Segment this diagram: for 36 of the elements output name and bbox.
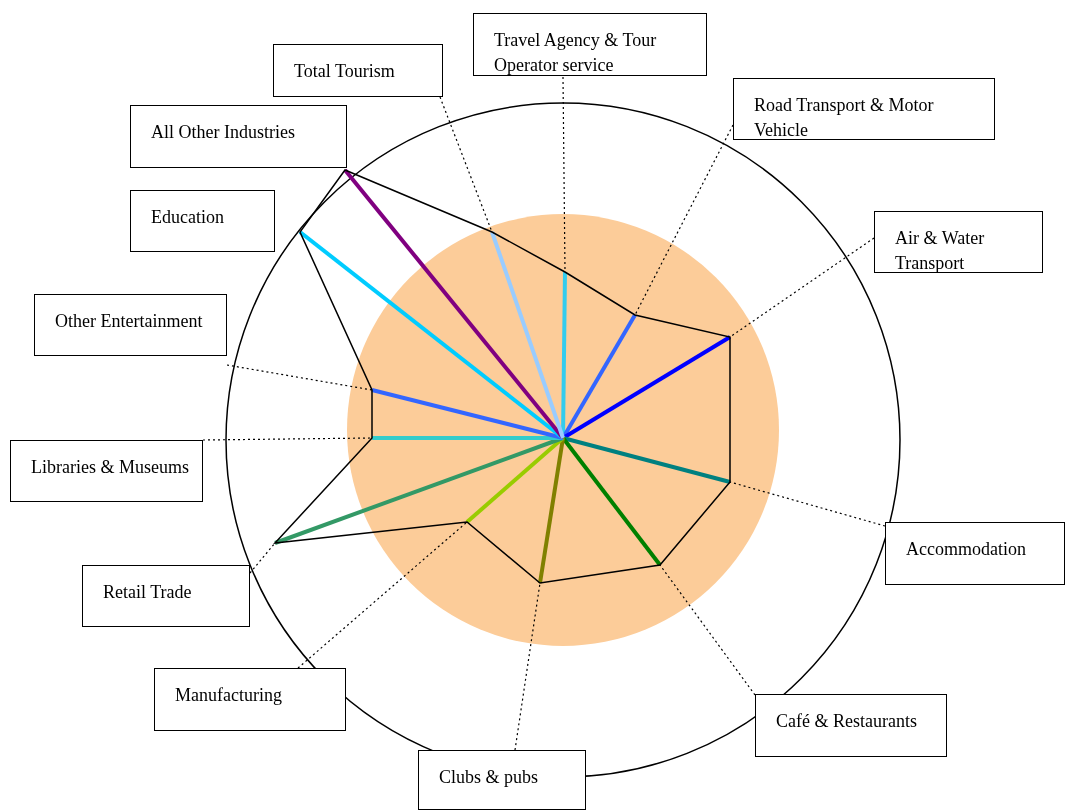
leader-line [634, 124, 734, 316]
category-label: Travel Agency & Tour Operator service [494, 29, 658, 77]
category-label: All Other Industries [151, 121, 296, 144]
category-label: Clubs & pubs [439, 766, 540, 789]
label-box [34, 294, 227, 356]
category-label: Total Tourism [294, 60, 396, 83]
category-label: Other Entertainment [55, 310, 204, 333]
label-box [82, 565, 250, 627]
label-box [130, 190, 275, 252]
label-box [874, 211, 1043, 273]
label-box [418, 750, 586, 810]
leader-line [249, 542, 276, 574]
category-label: Road Transport & Motor Vehicle [754, 94, 935, 142]
leader-line [514, 582, 541, 751]
category-label: Café & Restaurants [776, 710, 918, 733]
label-box [154, 668, 346, 731]
label-box [885, 522, 1065, 585]
label-box [10, 440, 203, 502]
category-label: Accommodation [906, 538, 1027, 561]
category-label: Manufacturing [175, 684, 283, 707]
leader-line [226, 364, 373, 391]
leader-line [729, 237, 875, 338]
category-label: Retail Trade [103, 581, 193, 604]
category-label: Education [151, 206, 225, 229]
label-box [733, 78, 995, 140]
leader-line [729, 481, 886, 527]
label-box [273, 44, 443, 97]
leader-line [297, 521, 468, 669]
category-label: Libraries & Museums [31, 456, 190, 479]
label-box [130, 105, 347, 168]
label-box [755, 694, 947, 757]
category-label: Air & Water Transport [895, 227, 986, 275]
leader-line [659, 564, 756, 696]
label-box [473, 13, 707, 76]
leader-line [202, 437, 373, 441]
leader-line [439, 96, 493, 233]
